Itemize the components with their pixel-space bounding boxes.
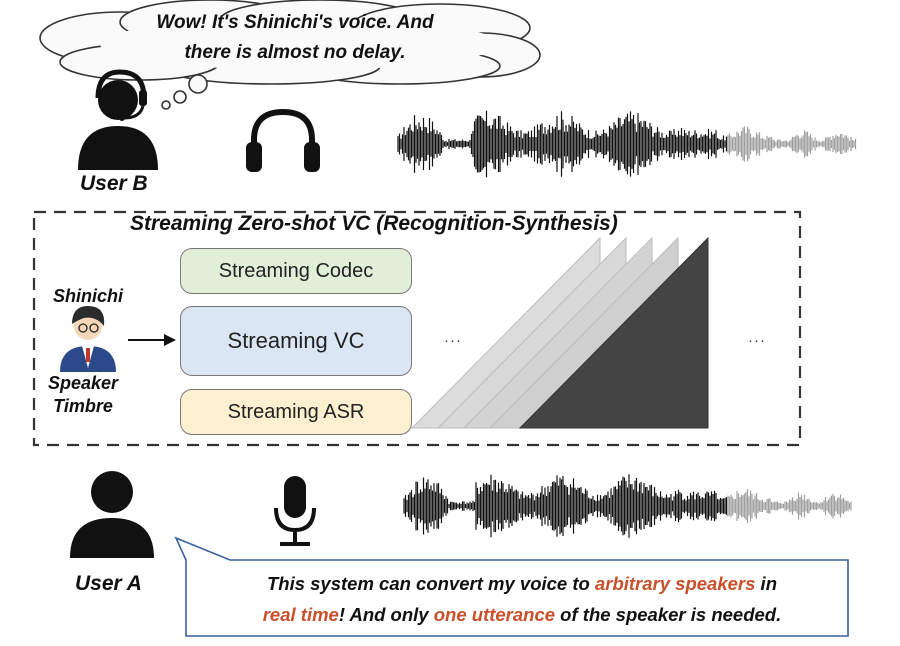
- speaker-to-vc-arrow: [128, 334, 176, 346]
- ellipsis-right: ···: [748, 332, 766, 349]
- speaker-label-line-1: Speaker: [47, 373, 119, 393]
- ellipsis-left: ···: [444, 332, 462, 349]
- speech-text-part: in: [755, 573, 778, 594]
- streaming-vc-module: Streaming VC: [180, 306, 412, 376]
- microphone-icon: [274, 476, 316, 546]
- input-waveform: [403, 474, 852, 538]
- streaming-asr-module: Streaming ASR: [180, 389, 412, 435]
- speaker-timbre-label: Speaker Timbre: [40, 372, 126, 418]
- vc-box-title: Streaming Zero-shot VC (Recognition-Synt…: [130, 212, 618, 235]
- speech-text-part: ! And only: [338, 604, 434, 625]
- user-a-label: User A: [75, 572, 142, 595]
- thought-cloud: [39, 0, 541, 110]
- speaker-avatar: [60, 306, 116, 372]
- highlight-real-time: real time: [262, 604, 339, 625]
- speech-bubble: [174, 536, 849, 637]
- highlight-arbitrary-speakers: arbitrary speakers: [594, 573, 756, 594]
- speech-text-part: of the speaker is needed.: [555, 604, 782, 625]
- speaker-name: Shinichi: [52, 286, 123, 306]
- streaming-codec-module: Streaming Codec: [180, 248, 412, 294]
- speech-text-part: This system can convert my voice to: [266, 573, 595, 594]
- thought-bubble-text: Wow! It's Shinichi's voice. And there is…: [95, 8, 495, 68]
- headphones-icon: [246, 108, 320, 172]
- streaming-chunks: [410, 236, 709, 429]
- user-b-headset-person-icon: [78, 69, 158, 170]
- vc-system-box: [32, 210, 802, 447]
- thought-line-1: Wow! It's Shinichi's voice. And: [156, 12, 434, 33]
- highlight-one-utterance: one utterance: [433, 604, 556, 625]
- user-b-label: User B: [80, 172, 148, 195]
- user-a-person-icon: [70, 471, 154, 558]
- output-waveform: [397, 110, 857, 178]
- speaker-label-line-2: Timbre: [53, 396, 113, 416]
- thought-line-2: there is almost no delay.: [184, 42, 406, 63]
- speech-bubble-text: This system can convert my voice to arbi…: [192, 568, 852, 630]
